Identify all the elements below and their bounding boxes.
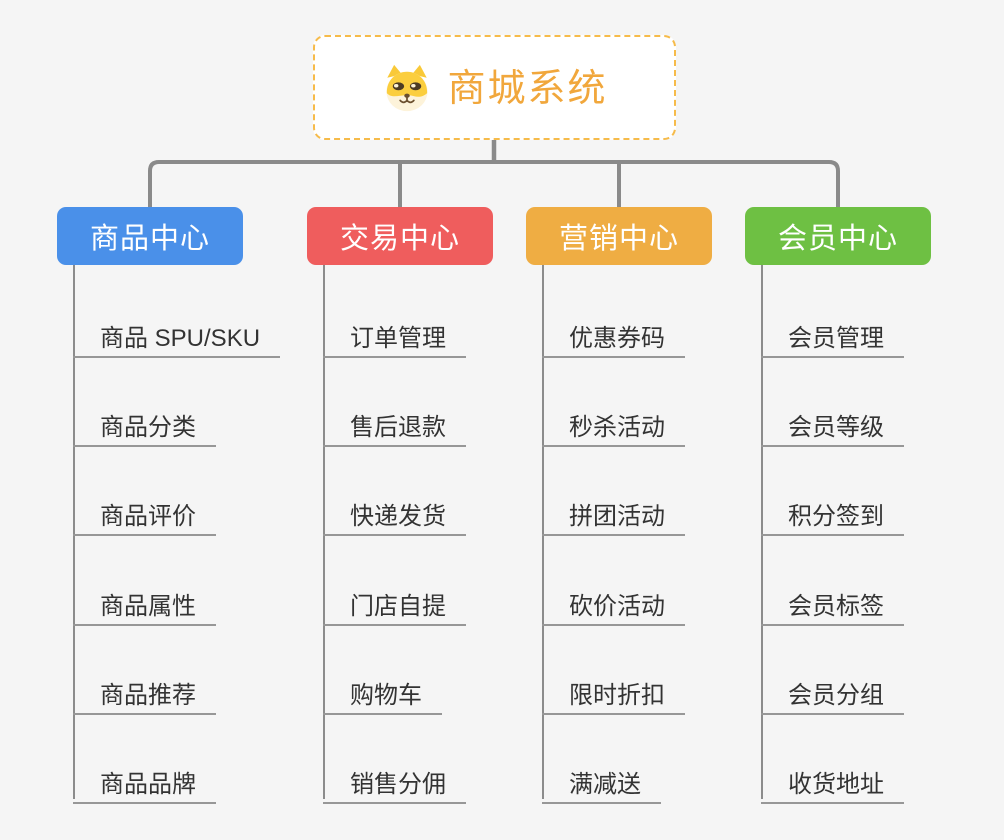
leaf-item[interactable]: 快递发货 xyxy=(323,489,466,536)
leaf-item[interactable]: 积分签到 xyxy=(761,489,904,536)
branch-trunk-line xyxy=(761,265,763,799)
branch-member-center: 会员中心 会员管理 会员等级 积分签到 会员标签 会员分组 收货地址 xyxy=(745,207,1004,807)
leaf-item[interactable]: 会员标签 xyxy=(761,579,904,626)
branch-marketing-center: 营销中心 优惠券码 秒杀活动 拼团活动 砍价活动 限时折扣 满减送 xyxy=(526,207,786,807)
leaf-item[interactable]: 商品分类 xyxy=(73,400,216,447)
leaf-item[interactable]: 门店自提 xyxy=(323,579,466,626)
leaf-item[interactable]: 砍价活动 xyxy=(542,579,685,626)
leaf-item[interactable]: 秒杀活动 xyxy=(542,400,685,447)
leaf-item[interactable]: 会员管理 xyxy=(761,311,904,358)
leaf-item[interactable]: 销售分佣 xyxy=(323,757,466,804)
leaf-item[interactable]: 商品推荐 xyxy=(73,668,216,715)
branch-header-trade-center[interactable]: 交易中心 xyxy=(307,207,493,265)
leaf-item[interactable]: 收货地址 xyxy=(761,757,904,804)
branch-goods-center: 商品中心 商品 SPU/SKU 商品分类 商品评价 商品属性 商品推荐 商品品牌 xyxy=(57,207,317,807)
branch-header-member-center[interactable]: 会员中心 xyxy=(745,207,931,265)
leaf-item[interactable]: 优惠券码 xyxy=(542,311,685,358)
branch-trunk-line xyxy=(323,265,325,799)
leaf-item[interactable]: 会员等级 xyxy=(761,400,904,447)
branch-trunk-line xyxy=(73,265,75,799)
leaf-item[interactable]: 购物车 xyxy=(323,668,442,715)
root-node[interactable]: 商城系统 xyxy=(313,35,676,140)
leaf-item[interactable]: 售后退款 xyxy=(323,400,466,447)
leaf-item[interactable]: 拼团活动 xyxy=(542,489,685,536)
doge-face-icon xyxy=(386,64,429,111)
branch-header-goods-center[interactable]: 商品中心 xyxy=(57,207,243,265)
branch-trunk-line xyxy=(542,265,544,799)
leaf-item[interactable]: 商品属性 xyxy=(73,579,216,626)
leaf-item[interactable]: 限时折扣 xyxy=(542,668,685,715)
branch-trade-center: 交易中心 订单管理 售后退款 快递发货 门店自提 购物车 销售分佣 xyxy=(307,207,567,807)
leaf-item[interactable]: 商品评价 xyxy=(73,489,216,536)
branch-header-marketing-center[interactable]: 营销中心 xyxy=(526,207,712,265)
leaf-item[interactable]: 订单管理 xyxy=(323,311,466,358)
leaf-item[interactable]: 满减送 xyxy=(542,757,661,804)
leaf-item[interactable]: 商品品牌 xyxy=(73,757,216,804)
leaf-item[interactable]: 商品 SPU/SKU xyxy=(73,311,281,358)
leaf-item[interactable]: 会员分组 xyxy=(761,668,904,715)
root-title: 商城系统 xyxy=(447,67,608,110)
